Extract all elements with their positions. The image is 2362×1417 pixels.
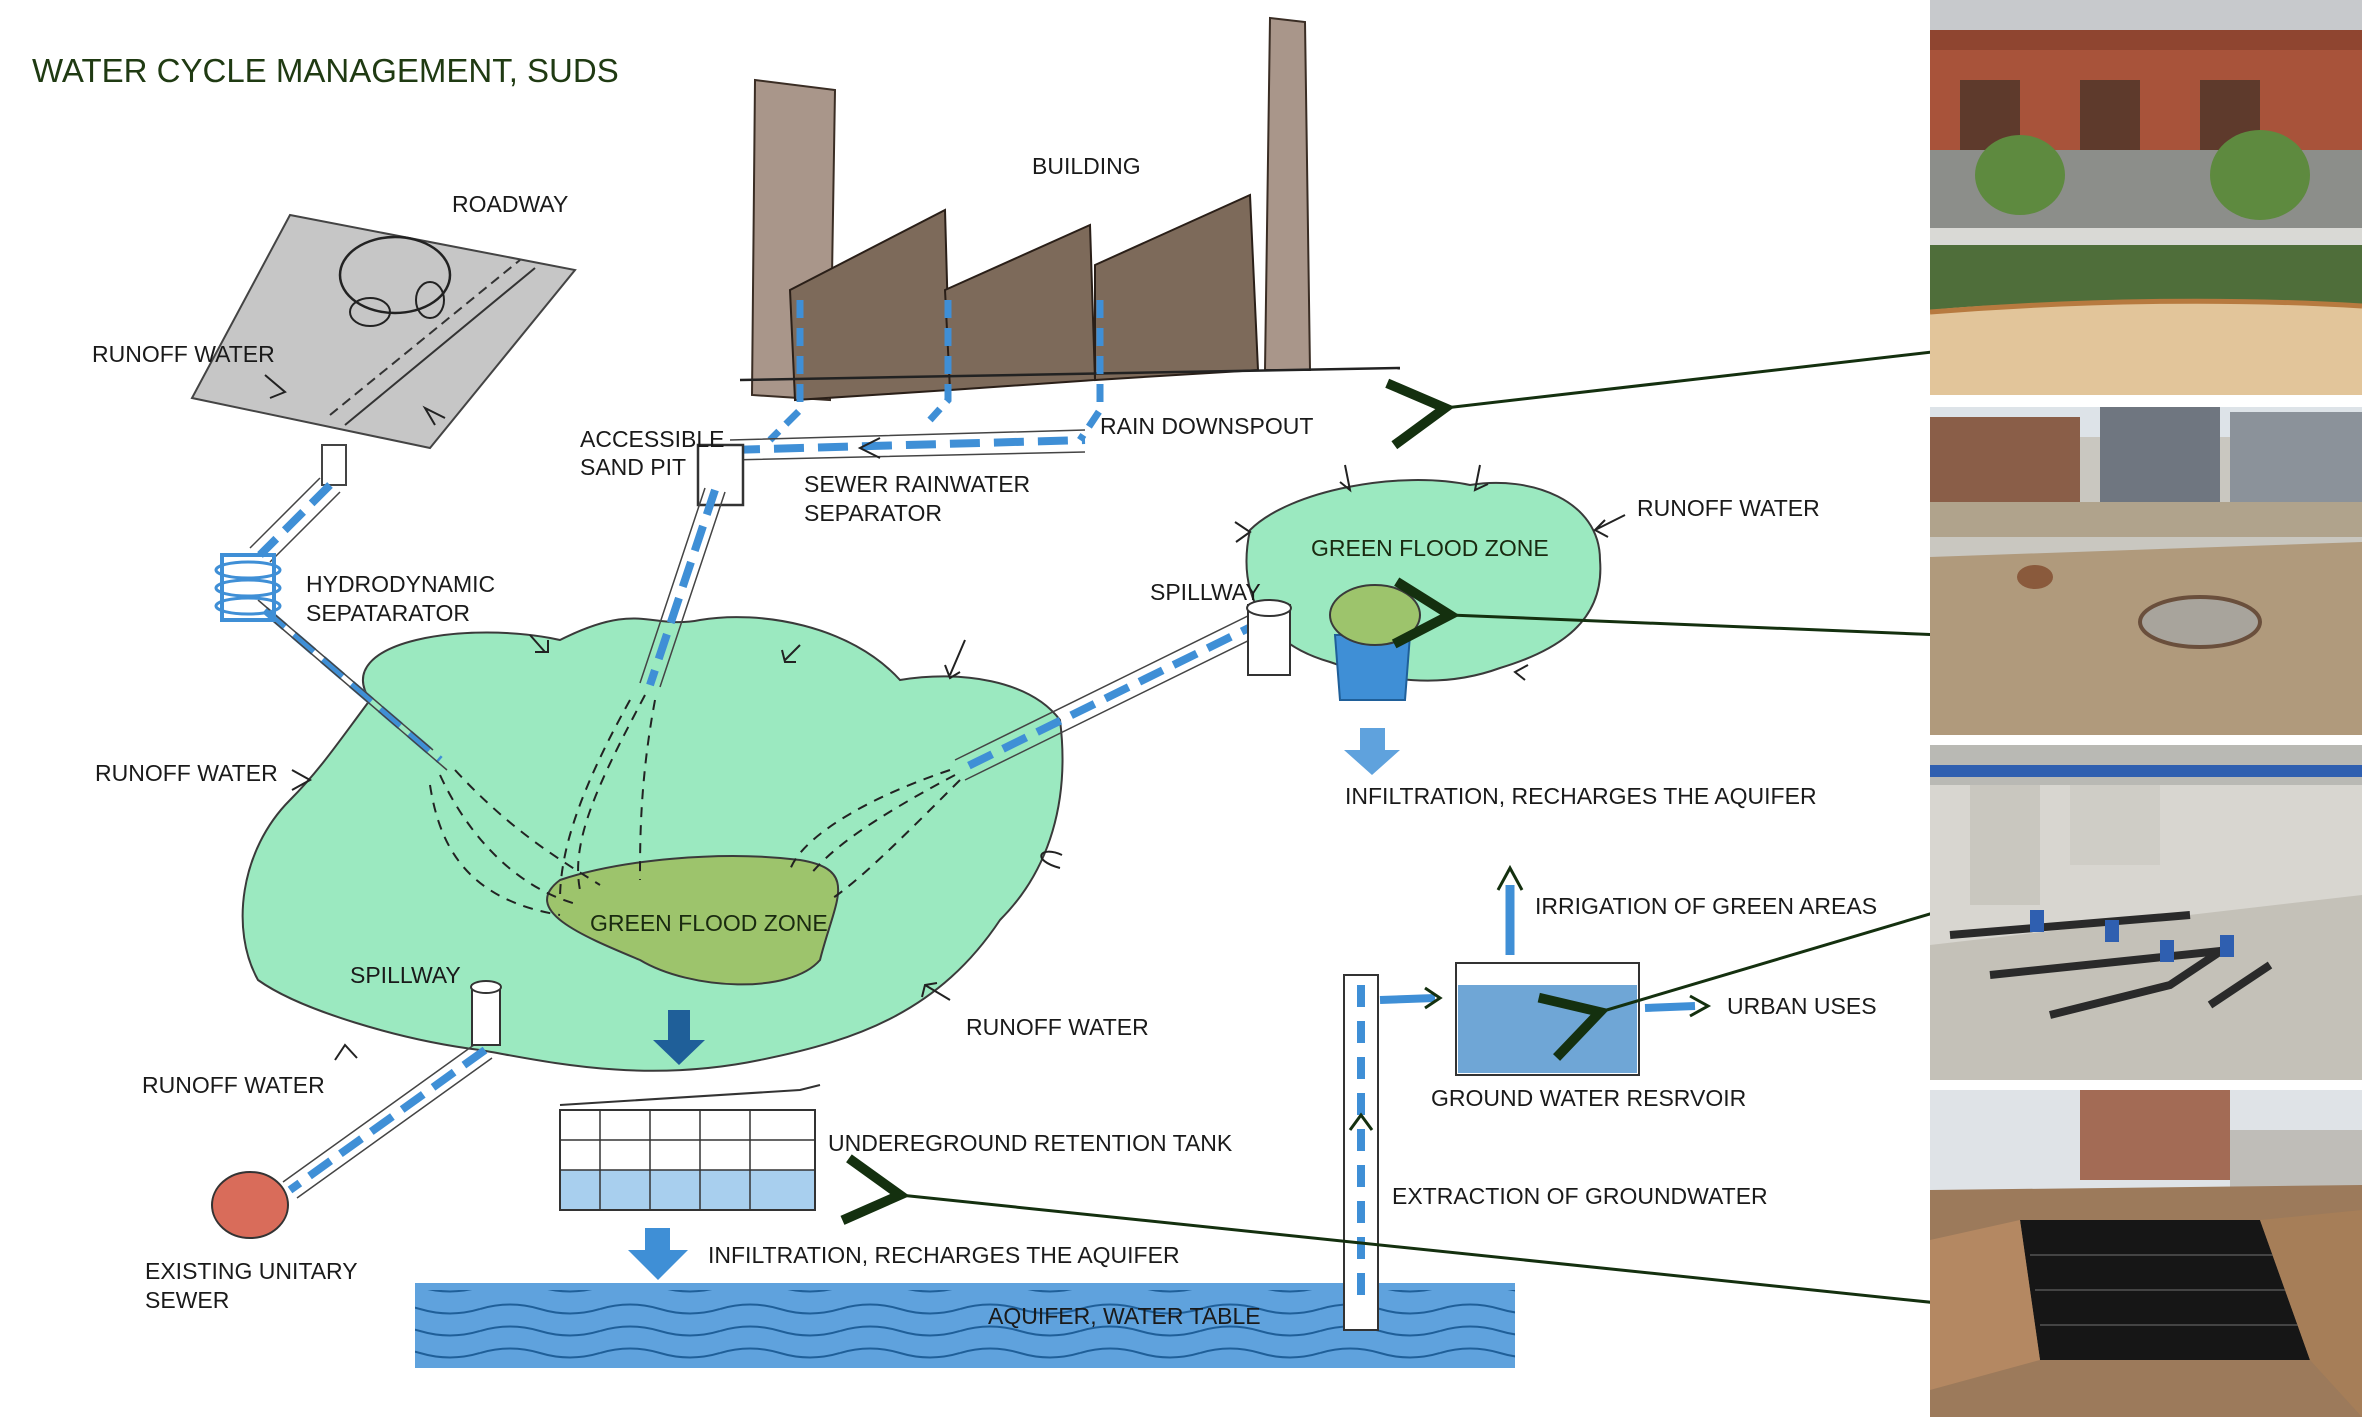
downspouts [767,300,1104,443]
label-green-flood-zone-right: GREEN FLOOD ZONE [1311,535,1549,561]
label-hydrodynamic-2: SEPATARATOR [306,600,470,626]
hydrodynamic-separator [220,553,276,622]
label-runoff-water-4: RUNOFF WATER [966,1014,1149,1040]
label-sewer-separator-1: SEWER RAINWATER [804,471,1030,497]
accessible-sand-pit [696,443,745,507]
label-sewer-separator-2: SEPARATOR [804,500,942,526]
existing-unitary-sewer [211,1171,289,1239]
pipe-outlines [249,477,1271,1199]
flow-lines [429,694,961,916]
label-hydrodynamic-1: HYDRODYNAMIC [306,571,495,597]
label-irrigation: IRRIGATION OF GREEN AREAS [1535,893,1877,919]
downflow-arrow [653,1010,705,1065]
label-accessible-2: SAND PIT [580,454,686,480]
label-retention-tank: UNDEREGROUND RETENTION TANK [828,1130,1233,1156]
sand-pit-park-photo [1930,0,2362,395]
label-spillway-right: SPILLWAY [1150,579,1261,605]
sand-pit-construction-photo [1930,407,2362,735]
retention-tank-excavation-photo [1930,1090,2362,1417]
label-runoff-water-3: RUNOFF WATER [142,1072,325,1098]
main-flood-zone [241,616,1064,1072]
roadway [190,213,577,486]
building [739,16,1401,402]
spillway-right [1246,599,1292,617]
green-flood-zone-right [1245,479,1602,682]
label-runoff-water-5: RUNOFF WATER [1637,495,1820,521]
label-urban-uses: URBAN USES [1727,993,1877,1019]
photo-connectors [840,350,1930,1304]
green-flood-zone-core [546,855,840,986]
ground-water-reservoir [1458,985,1637,1073]
label-accessible-1: ACCESSIBLE [580,426,724,452]
label-infiltration-left: INFILTRATION, RECHARGES THE AQUIFER [708,1242,1180,1268]
suds-diagram: WATER CYCLE MANAGEMENT, SUDS ROADWAY RUN… [32,16,1930,1368]
label-runoff-water-2: RUNOFF WATER [95,760,278,786]
separator-pipe [729,436,1086,454]
label-ground-water-reservoir: GROUND WATER RESRVOIR [1431,1085,1746,1111]
runoff-arrows [529,634,1063,869]
infiltration-arrow-left [628,1228,688,1280]
label-existing-2: SEWER [145,1287,229,1313]
label-runoff-water-1: RUNOFF WATER [92,341,275,367]
label-aquifer: AQUIFER, WATER TABLE [988,1303,1261,1329]
label-spillway-left: SPILLWAY [350,962,461,988]
pipes [257,482,1267,1194]
label-green-flood-zone-main: GREEN FLOOD ZONE [590,910,828,936]
label-roadway: ROADWAY [452,191,568,217]
label-existing-1: EXISTING UNITARY [145,1258,358,1284]
infiltration-arrow-right [1344,728,1400,775]
label-extraction: EXTRACTION OF GROUNDWATER [1392,1183,1768,1209]
label-rain-downspout: RAIN DOWNSPOUT [1100,413,1313,439]
car-sketch [338,235,452,315]
label-infiltration-right: INFILTRATION, RECHARGES THE AQUIFER [1345,783,1817,809]
groundwater-reservoir-interior-photo [1930,745,2362,1080]
diagram-title: WATER CYCLE MANAGEMENT, SUDS [32,52,619,89]
underground-retention-tank [559,1084,821,1211]
label-building: BUILDING [1032,153,1141,179]
spillway-left [470,980,502,994]
